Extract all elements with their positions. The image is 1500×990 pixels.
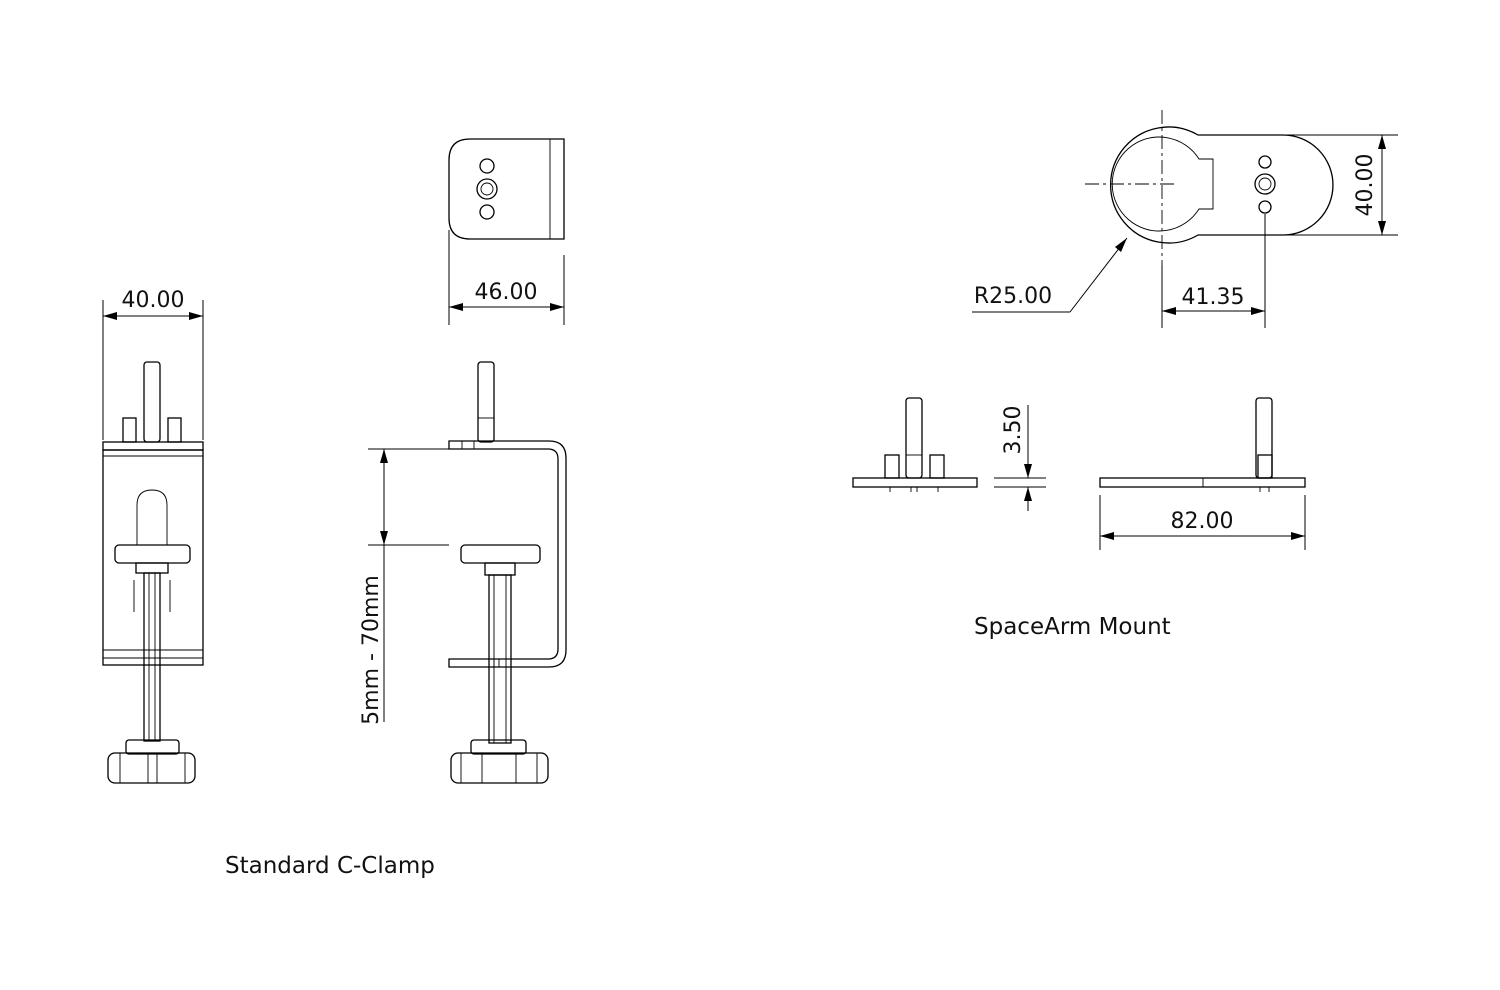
clamp-range-label: 5mm - 70mm bbox=[359, 575, 384, 725]
center-hole-icon bbox=[476, 178, 498, 200]
mount-offset-label: 41.35 bbox=[1182, 285, 1245, 310]
dim-clamp-range bbox=[368, 448, 449, 722]
dim-mount-offset bbox=[1161, 214, 1266, 328]
mount-side-view bbox=[1099, 397, 1306, 492]
dim-clamp-top-width bbox=[448, 230, 565, 325]
clamp-front-width-label: 40.00 bbox=[122, 288, 185, 313]
hole-icon bbox=[479, 158, 495, 174]
hole-icon bbox=[1258, 155, 1272, 169]
hole-icon bbox=[479, 204, 495, 220]
clamp-top-view bbox=[448, 138, 565, 240]
center-hole-icon bbox=[1254, 173, 1276, 195]
mount-caption: SpaceArm Mount bbox=[974, 614, 1171, 640]
clamp-caption: Standard C-Clamp bbox=[225, 853, 435, 879]
mount-thickness-label: 3.50 bbox=[1001, 406, 1026, 455]
dim-mount-height bbox=[1287, 134, 1398, 236]
clamp-front-view bbox=[102, 361, 204, 784]
dim-clamp-front-width bbox=[102, 300, 204, 440]
dim-mount-length bbox=[1099, 495, 1306, 550]
mount-length-label: 82.00 bbox=[1171, 509, 1234, 534]
dim-mount-thickness bbox=[994, 405, 1046, 511]
clamp-side-view bbox=[448, 361, 567, 784]
mount-front-view bbox=[852, 397, 978, 492]
mount-top-view bbox=[1085, 110, 1334, 265]
mount-radius-label: R25.00 bbox=[974, 284, 1052, 309]
clamp-top-width-label: 46.00 bbox=[475, 280, 538, 305]
hole-icon bbox=[1258, 200, 1272, 214]
mount-height-label: 40.00 bbox=[1353, 154, 1378, 217]
dim-mount-radius bbox=[972, 237, 1128, 313]
